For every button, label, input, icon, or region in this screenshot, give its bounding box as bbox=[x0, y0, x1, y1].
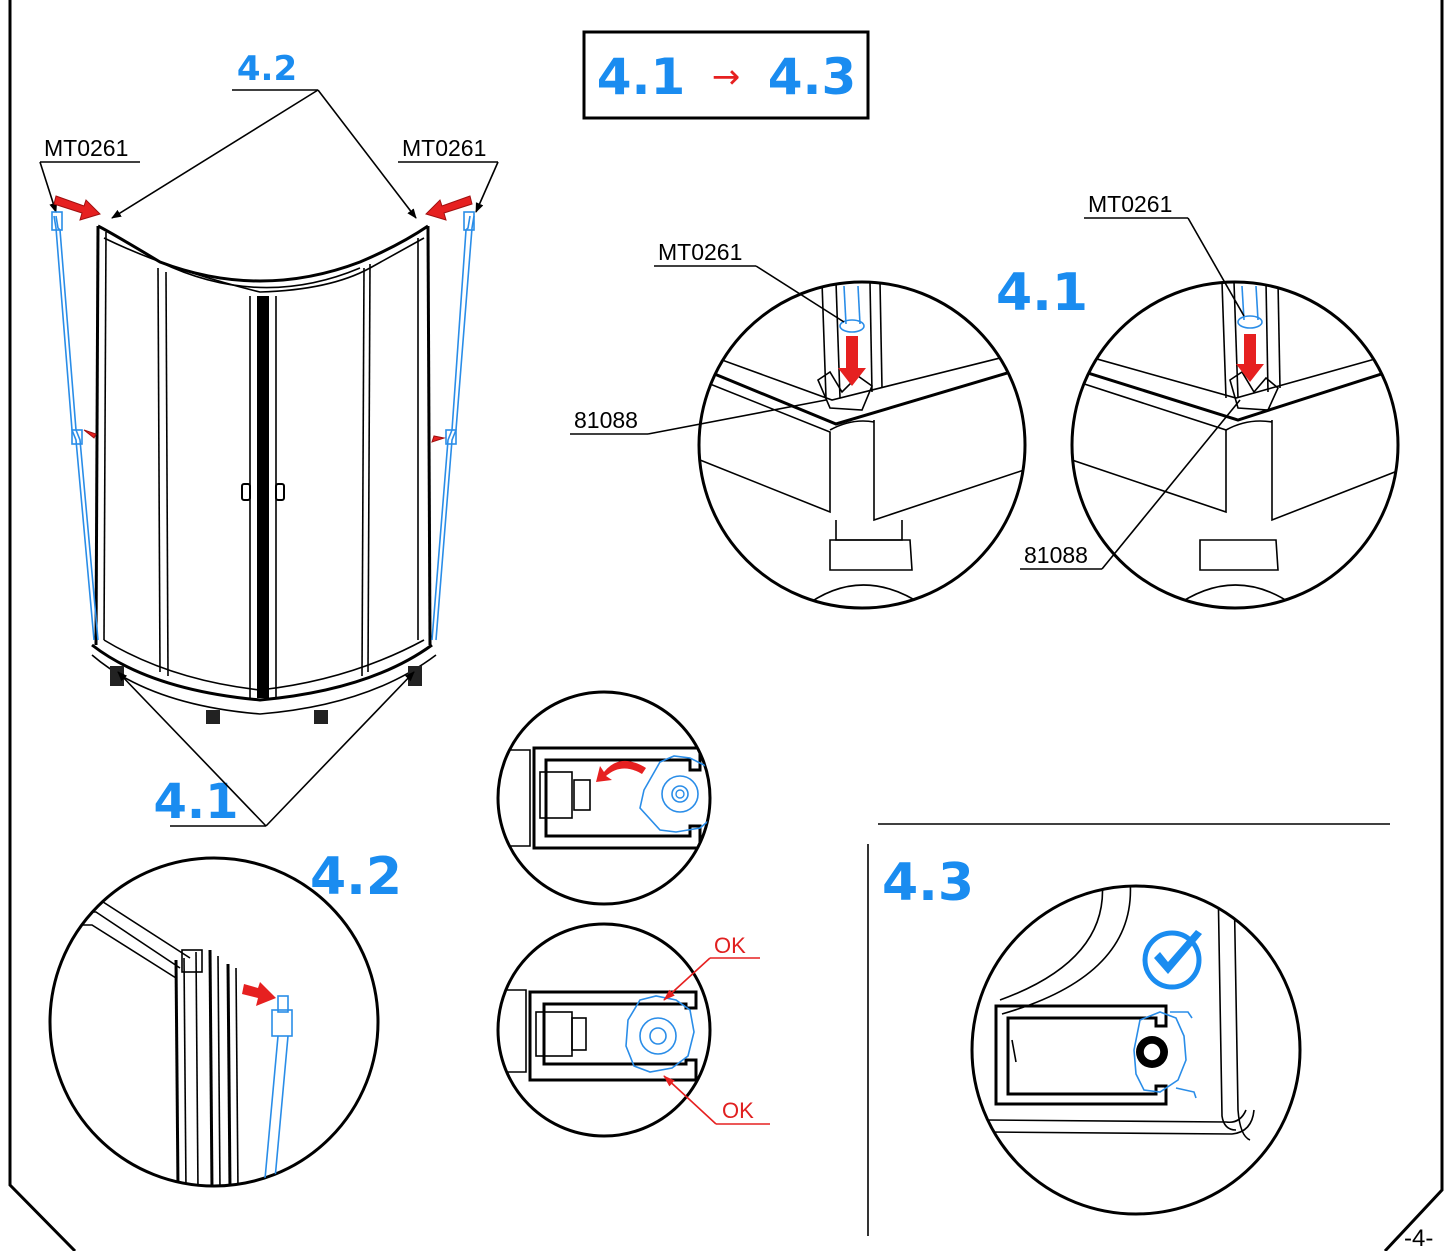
page-number: -4- bbox=[1404, 1225, 1433, 1251]
red-push-arrow-icon bbox=[53, 195, 101, 221]
seal-strip-left bbox=[55, 215, 99, 641]
door-handle-icon bbox=[275, 483, 285, 501]
detail-41-left-circle: MT0261 81088 bbox=[570, 239, 1027, 610]
ok-bottom-label: OK bbox=[722, 1098, 754, 1123]
step-from-label: 4.1 bbox=[597, 48, 686, 106]
overview-step-bottom-label: 4.1 bbox=[153, 774, 238, 830]
seal-strip-right bbox=[431, 215, 471, 641]
step-arrow-icon: → bbox=[712, 57, 741, 97]
detail-41-right-part-top-label: MT0261 bbox=[1088, 191, 1172, 217]
detail-41-left-part-side-label: 81088 bbox=[574, 407, 638, 433]
detail-41-left-part-top-label: MT0261 bbox=[658, 239, 742, 265]
detail-43-step-label: 4.3 bbox=[882, 853, 974, 913]
red-rotate-arrow-icon bbox=[596, 760, 646, 782]
detail-41-right-circle: MT0261 81088 bbox=[1020, 191, 1400, 610]
red-push-arrow-icon bbox=[242, 982, 276, 1006]
detail-42-step-label: 4.2 bbox=[310, 847, 402, 907]
red-push-arrow-icon bbox=[425, 195, 473, 221]
mt0261-part-icon bbox=[463, 211, 475, 231]
step-to-label: 4.3 bbox=[768, 48, 857, 106]
ok-top-label: OK bbox=[714, 933, 746, 958]
detail-42-circle bbox=[48, 856, 380, 1188]
rotate-detail-top-circle bbox=[496, 690, 712, 906]
red-down-arrow-icon bbox=[1236, 334, 1264, 382]
detail-41-right-part-side-label: 81088 bbox=[1024, 542, 1088, 568]
shower-enclosure-drawing: 4.2 MT0261 MT0261 bbox=[39, 49, 499, 830]
page-frame bbox=[8, 0, 1444, 1251]
detail-41-step-label: 4.1 bbox=[996, 263, 1088, 323]
detail-43-circle bbox=[970, 884, 1302, 1216]
door-seal bbox=[257, 296, 269, 698]
overview-part-left-label: MT0261 bbox=[44, 135, 128, 161]
red-down-arrow-icon bbox=[838, 336, 866, 386]
overview-step-top-label: 4.2 bbox=[237, 49, 297, 89]
step-range-box: 4.1 → 4.3 bbox=[582, 30, 870, 120]
rotate-detail-bottom-circle: OK OK bbox=[496, 922, 770, 1138]
mt0261-part-icon bbox=[51, 211, 63, 231]
checkmark-ok-icon bbox=[1142, 930, 1202, 990]
overview-part-right-label: MT0261 bbox=[402, 135, 486, 161]
door-handle-icon bbox=[241, 483, 251, 501]
mt0261-part-icon bbox=[271, 1009, 293, 1037]
